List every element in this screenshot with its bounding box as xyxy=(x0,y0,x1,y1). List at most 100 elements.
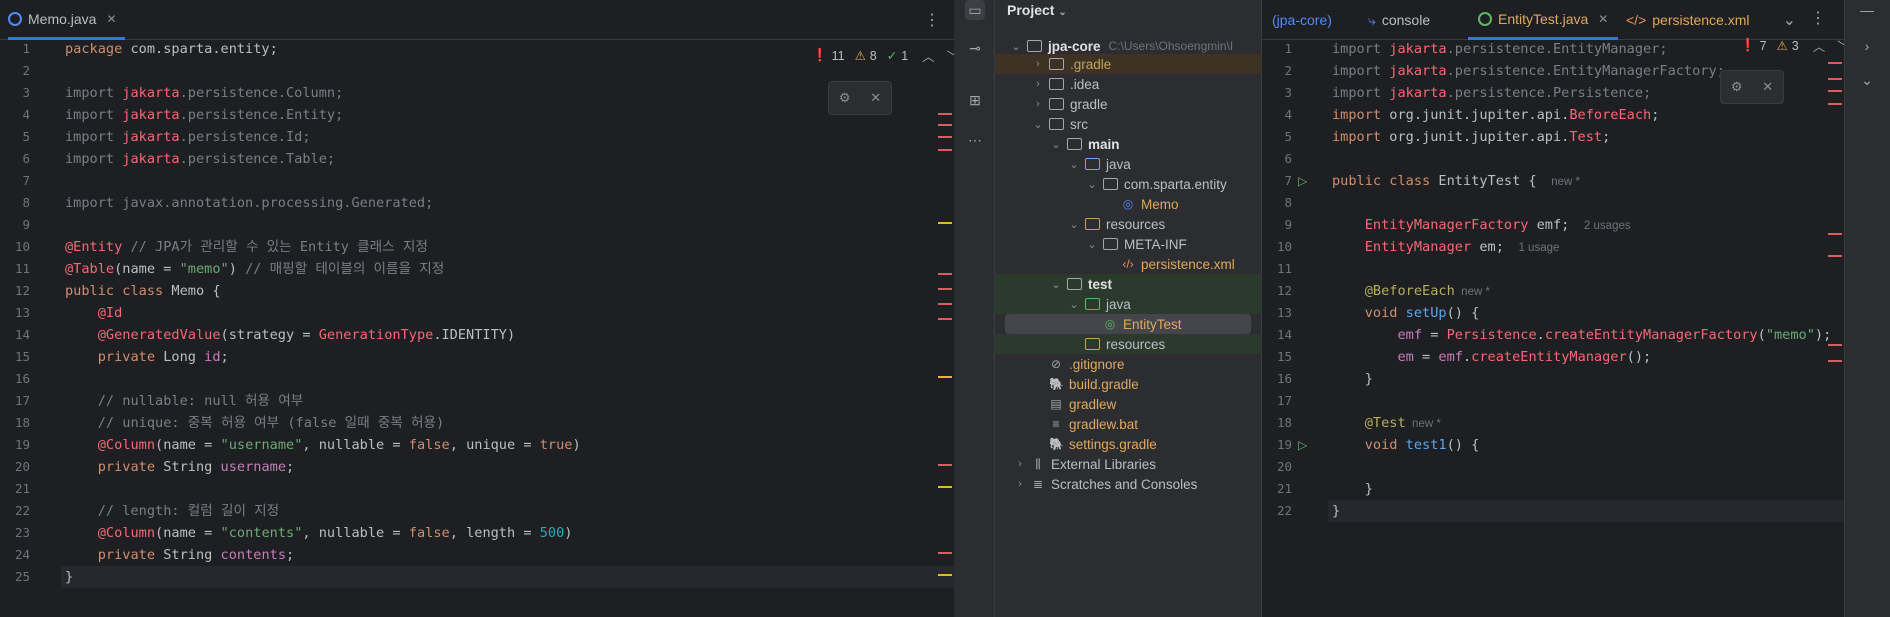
chevron-down-icon[interactable]: ﹀ xyxy=(947,46,954,65)
tree-item[interactable]: ◎EntityTest xyxy=(1005,314,1251,334)
tree-item[interactable]: ⌄test xyxy=(995,274,1261,294)
chevron-right-icon[interactable]: › xyxy=(1036,58,1040,70)
stripe-mark[interactable] xyxy=(1828,344,1842,346)
stripe-mark[interactable] xyxy=(938,149,952,151)
stripe-mark[interactable] xyxy=(938,376,952,378)
tree-item[interactable]: ⌄src xyxy=(995,114,1261,134)
code-token: ; xyxy=(1602,129,1611,145)
chevron-down-icon[interactable]: ⌄ xyxy=(1087,178,1097,191)
chevron-down-icon[interactable]: ⌄ xyxy=(1011,40,1021,53)
tree-item[interactable]: ⌄main xyxy=(995,134,1261,154)
tree-item[interactable]: ›≣Scratches and Consoles xyxy=(995,474,1261,494)
project-title[interactable]: Project ⌄ xyxy=(1007,0,1067,22)
stripe-mark[interactable] xyxy=(1828,103,1842,105)
tree-item[interactable]: ▤gradlew xyxy=(995,394,1261,414)
tab-persistence-xml[interactable]: </>persistence.xml xyxy=(1626,0,1750,40)
tree-item[interactable]: ›gradle xyxy=(995,94,1261,114)
tree-item[interactable]: ⌄java xyxy=(995,154,1261,174)
run-icon[interactable]: ▷ xyxy=(1298,438,1308,452)
chevron-down-icon[interactable]: ⌄ xyxy=(1782,12,1796,29)
tree-item[interactable]: ⌄META-INF xyxy=(995,234,1261,254)
tree-item[interactable]: ›.gradle xyxy=(995,54,1261,74)
tab-memo-java[interactable]: Memo.java ✕ xyxy=(8,0,125,40)
stripe-mark[interactable] xyxy=(938,303,952,305)
tree-item[interactable]: ›⫼External Libraries xyxy=(995,454,1261,474)
chevron-down-icon[interactable]: ⌄ xyxy=(1861,72,1873,88)
stripe-mark[interactable] xyxy=(1828,360,1842,362)
chevron-right-icon[interactable]: › xyxy=(1864,38,1870,54)
stripe-mark[interactable] xyxy=(938,552,952,554)
tree-item[interactable]: ⊘.gitignore xyxy=(995,354,1261,374)
stripe-mark[interactable] xyxy=(938,288,952,290)
chevron-down-icon[interactable]: ⌄ xyxy=(1069,158,1079,171)
close-icon[interactable]: ✕ xyxy=(870,90,882,105)
stripe-mark[interactable] xyxy=(938,113,952,115)
stripe-mark[interactable] xyxy=(1828,233,1842,235)
stripe-mark[interactable] xyxy=(1828,255,1842,257)
tree-item[interactable]: resources xyxy=(995,334,1261,354)
chevron-down-icon[interactable]: ⌄ xyxy=(1051,278,1061,291)
terminal-file-icon: ▤ xyxy=(1050,397,1062,411)
folder-icon[interactable]: ▭ xyxy=(965,0,985,20)
inspection-widget[interactable]: ❗7 ⚠3 ︿ ﹀ xyxy=(1740,36,1844,55)
tree-item[interactable]: ⌄java xyxy=(995,294,1261,314)
tree-item-root[interactable]: ⌄ jpa-core C:\Users\Ohsoengmin\I xyxy=(995,34,1261,58)
run-icon[interactable]: ▷ xyxy=(1298,174,1308,188)
commit-icon[interactable]: ⊸ xyxy=(969,40,981,56)
tree-item[interactable]: ›.idea xyxy=(995,74,1261,94)
more-options-icon[interactable]: ⋮ xyxy=(1810,10,1826,27)
code-token: // length: 컬럼 길이 지정 xyxy=(65,503,280,519)
stripe-mark[interactable] xyxy=(938,318,952,320)
stripe-mark[interactable] xyxy=(938,273,952,275)
tree-item[interactable]: ≡gradlew.bat xyxy=(995,414,1261,434)
stripe-mark[interactable] xyxy=(938,464,952,466)
stripe-mark[interactable] xyxy=(1828,78,1842,80)
chevron-right-icon[interactable]: › xyxy=(1018,478,1022,490)
code-token: 500 xyxy=(539,525,565,541)
tree-item[interactable]: ⌄com.sparta.entity xyxy=(995,174,1261,194)
stripe-mark[interactable] xyxy=(1828,90,1842,92)
chevron-down-icon[interactable]: ⌄ xyxy=(1087,238,1097,251)
stripe-mark[interactable] xyxy=(938,222,952,224)
tab-entitytest-java[interactable]: EntityTest.java✕ xyxy=(1468,0,1619,40)
chevron-down-icon[interactable]: ⌄ xyxy=(1069,218,1079,231)
minimize-icon[interactable]: — xyxy=(1860,2,1874,18)
stripe-mark[interactable] xyxy=(938,136,952,138)
chevron-up-icon[interactable]: ︿ xyxy=(922,50,935,64)
stripe-mark[interactable] xyxy=(938,124,952,126)
code-token: = xyxy=(1422,327,1447,343)
ai-assist-icon[interactable]: ⚙ xyxy=(1730,79,1743,94)
chevron-right-icon[interactable]: › xyxy=(1036,78,1040,90)
tree-item[interactable]: ‹/›persistence.xml xyxy=(995,254,1261,274)
stripe-mark[interactable] xyxy=(1828,62,1842,64)
code-token: } xyxy=(1332,371,1373,387)
line-number: 14 xyxy=(14,327,30,342)
tree-item[interactable]: ◎Memo xyxy=(995,194,1261,214)
tree-item[interactable]: ⌄resources xyxy=(995,214,1261,234)
chevron-down-icon[interactable]: ⌄ xyxy=(1069,298,1079,311)
chevron-up-icon[interactable]: ︿ xyxy=(1812,40,1826,54)
structure-icon[interactable]: ⊞ xyxy=(969,92,981,108)
close-icon[interactable]: ✕ xyxy=(1762,79,1774,94)
close-icon[interactable]: ✕ xyxy=(106,11,117,26)
chevron-down-icon[interactable]: ﹀ xyxy=(1837,36,1844,55)
ai-assist-icon[interactable]: ⚙ xyxy=(838,90,851,105)
line-number: 24 xyxy=(14,547,30,562)
chevron-right-icon[interactable]: › xyxy=(1018,458,1022,470)
close-icon[interactable]: ✕ xyxy=(1598,11,1609,26)
inspection-widget[interactable]: ❗11 ⚠8 ✓1 ︿ ﹀ xyxy=(812,46,954,65)
chevron-right-icon[interactable]: › xyxy=(1036,98,1040,110)
tab-console[interactable]: ⤷console xyxy=(1368,0,1430,40)
tab-jpa-core[interactable]: (jpa-core) xyxy=(1272,0,1332,40)
chevron-down-icon[interactable]: ⌄ xyxy=(1033,118,1043,131)
more-options-icon[interactable]: ⋮ xyxy=(924,12,940,29)
code-token: ) xyxy=(572,437,581,453)
stripe-mark[interactable] xyxy=(938,486,952,488)
stripe-mark[interactable] xyxy=(938,574,952,576)
more-tools-icon[interactable]: ⋯ xyxy=(968,132,982,148)
chevron-down-icon[interactable]: ⌄ xyxy=(1051,138,1061,151)
tree-item[interactable]: 🐘settings.gradle xyxy=(995,434,1261,454)
tree-item[interactable]: 🐘build.gradle xyxy=(995,374,1261,394)
